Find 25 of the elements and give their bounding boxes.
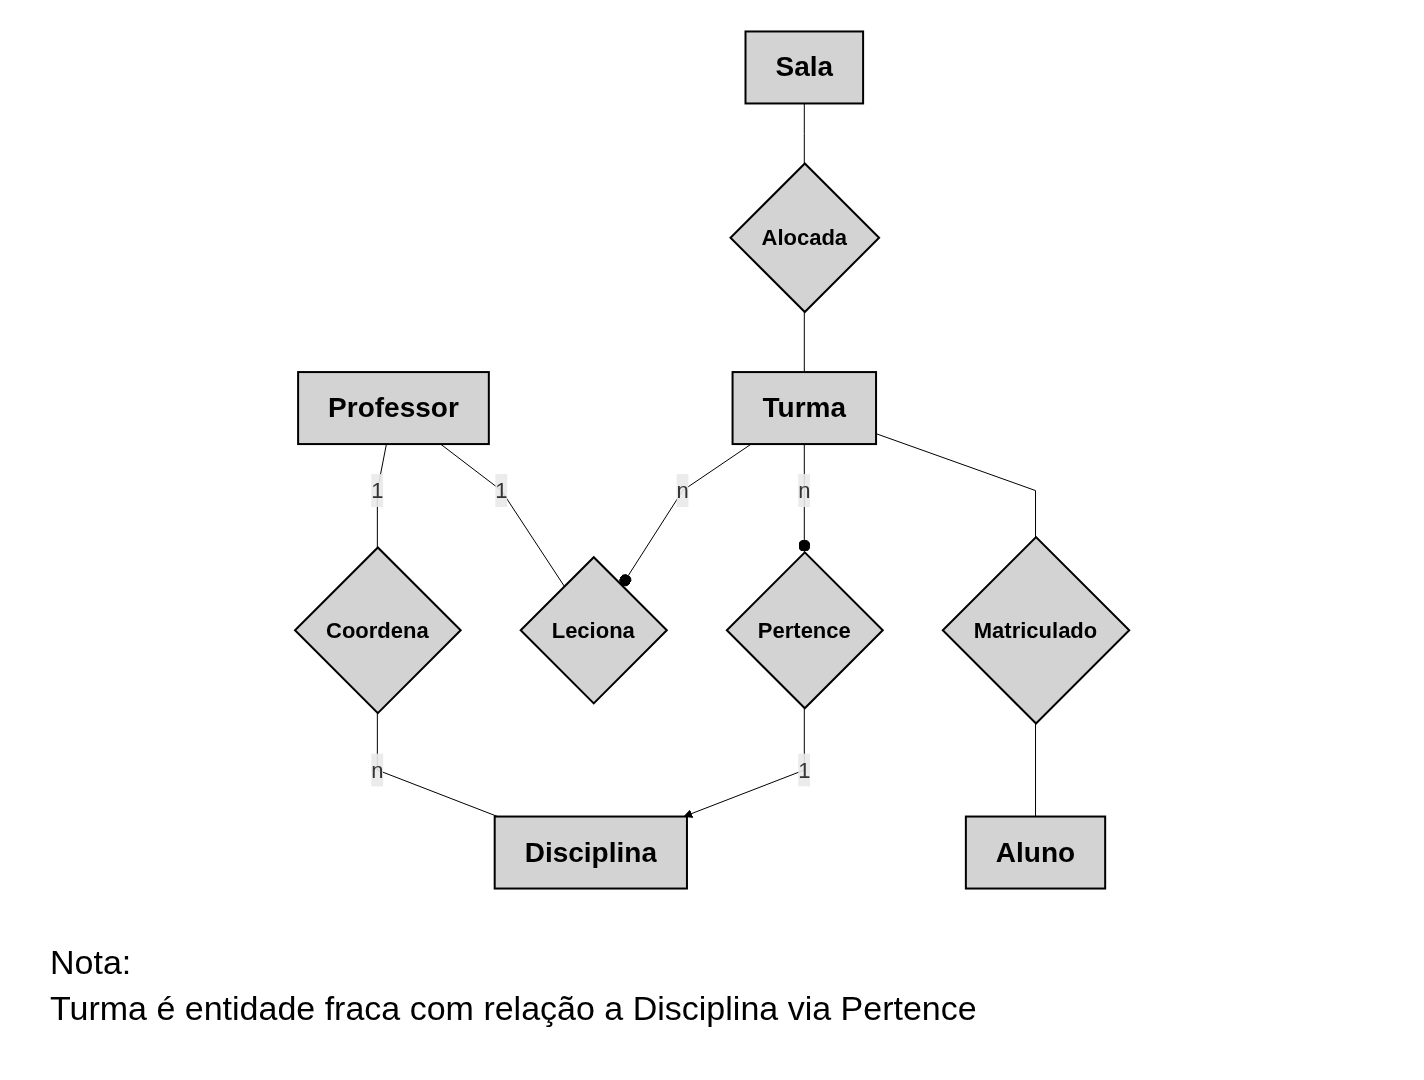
edge-label: 1 [371,478,384,504]
node-box: Sala [744,30,864,105]
edge-label: 1 [495,478,508,504]
node-box: Professor [297,371,490,446]
node-diamond: Matriculado [941,535,1131,725]
edge-label: n [676,478,689,504]
node-diamond: Leciona [519,555,669,705]
edge-label: 1 [798,757,811,783]
connector [798,443,811,553]
note-text: Turma é entidade fraca com relação a Disciplina via Pertence [50,987,977,1029]
connector [803,311,805,373]
connector [1034,723,1036,818]
connector [439,443,565,587]
connector [875,433,1036,538]
connector [803,102,805,164]
node-box: Aluno [964,815,1107,890]
node-box: Turma [731,371,877,446]
edge-label: n [798,478,811,504]
connector [619,443,752,587]
node-diamond: Alocada [728,162,881,314]
edge-label: n [371,757,384,783]
node-diamond: Pertence [725,550,885,710]
note-text: Nota: [50,942,132,983]
node-diamond: Coordena [293,546,462,715]
node-box: Disciplina [493,815,688,890]
